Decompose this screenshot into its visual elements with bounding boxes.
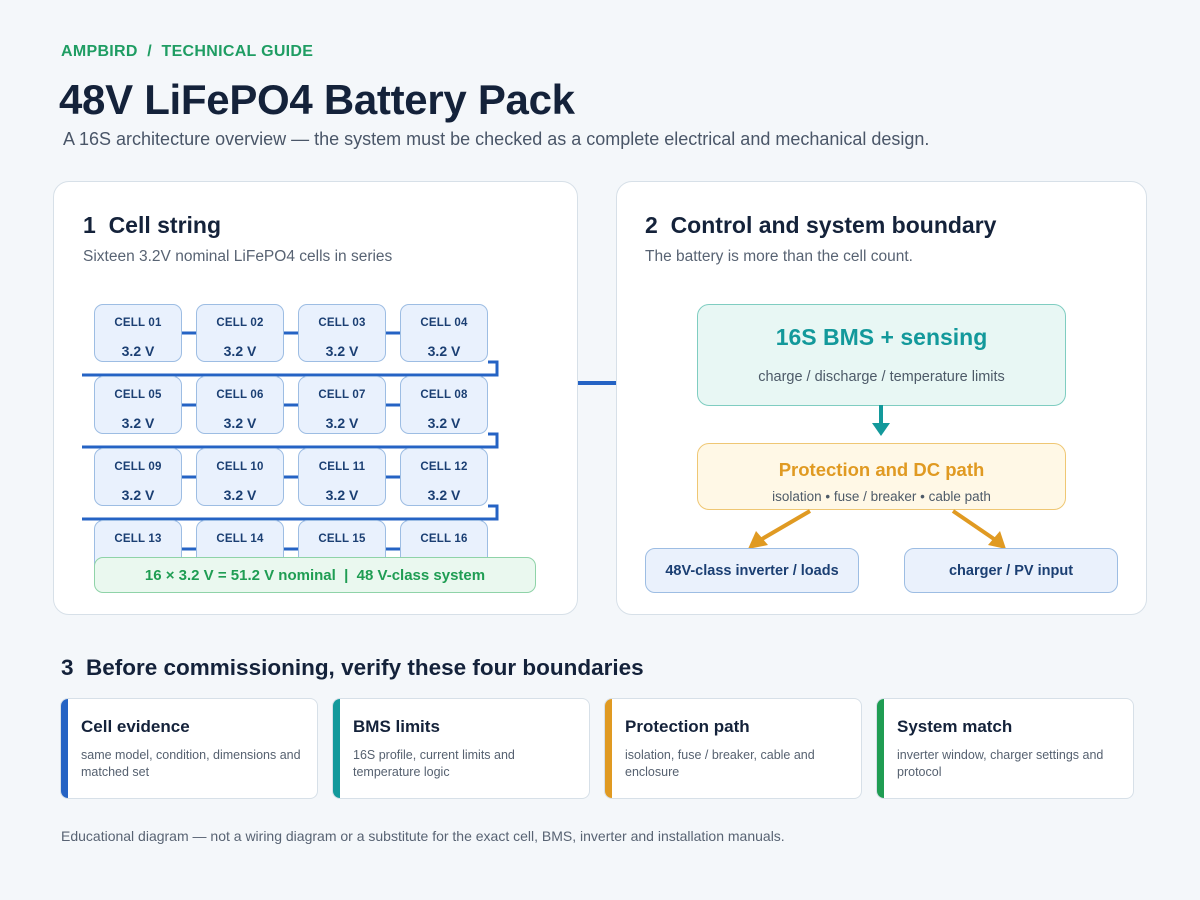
battery-cell: CELL 06 3.2 V [196,376,284,434]
page-subtitle: A 16S architecture overview — the system… [63,129,930,149]
card-accent [605,699,612,798]
section3-title: 3 Before commissioning, verify these fou… [61,655,644,680]
bms-subtitle: charge / discharge / temperature limits [758,369,1005,385]
series-wiring [82,331,499,551]
page-title: 48V LiFePO4 Battery Pack [59,76,575,123]
cell-string-title: 1 Cell string [83,212,222,238]
battery-cell: CELL 11 3.2 V [298,448,386,506]
voltage-summary: 16 × 3.2 V = 51.2 V nominal | 48 V-class… [94,557,536,593]
card-body: 16S profile, current limits and temperat… [353,748,515,779]
cell-label: CELL 07 [318,389,366,401]
battery-cell: CELL 02 3.2 V [196,304,284,362]
cell-voltage: 3.2 V [223,343,257,359]
inverter-loads-box: 48V-class inverter / loads [645,548,859,593]
card-title: System match [897,717,1013,736]
cell-voltage: 3.2 V [121,415,155,431]
battery-cell: CELL 09 3.2 V [94,448,182,506]
cell-voltage: 3.2 V [325,343,359,359]
protection-box: Protection and DC path isolation • fuse … [697,443,1066,510]
control-panel-subtitle: The battery is more than the cell count. [645,248,913,265]
card-body: inverter window, charger settings and pr… [897,748,1104,779]
cell-voltage: 3.2 V [121,487,155,503]
card-body: same model, condition, dimensions and ma… [81,748,301,779]
cell-string-subtitle: Sixteen 3.2V nominal LiFePO4 cells in se… [83,248,393,265]
cell-voltage: 3.2 V [223,415,257,431]
card-title: BMS limits [353,717,440,736]
cell-label: CELL 02 [216,317,264,329]
card-protection-path: Protection path isolation, fuse / breake… [604,698,862,799]
footnote: Educational diagram — not a wiring diagr… [61,828,785,844]
cell-label: CELL 13 [114,533,162,545]
cell-label: CELL 16 [420,533,468,545]
battery-cell: CELL 01 3.2 V [94,304,182,362]
cell-label: CELL 05 [114,389,162,401]
battery-cell: CELL 10 3.2 V [196,448,284,506]
cell-voltage: 3.2 V [427,343,461,359]
cell-voltage: 3.2 V [121,343,155,359]
battery-cell: CELL 03 3.2 V [298,304,386,362]
battery-cell: CELL 04 3.2 V [400,304,488,362]
card-title: Protection path [625,717,750,736]
cell-label: CELL 06 [216,389,264,401]
card-accent [877,699,884,798]
cell-label: CELL 15 [318,533,366,545]
card-accent [61,699,68,798]
bms-box: 16S BMS + sensing charge / discharge / t… [697,304,1066,406]
bms-down-arrow [872,405,890,436]
breadcrumb: AMPBIRD / TECHNICAL GUIDE [61,43,314,60]
cell-label: CELL 01 [114,317,162,329]
cell-label: CELL 11 [318,461,366,473]
card-cell-evidence: Cell evidence same model, condition, dim… [60,698,318,799]
battery-cell: CELL 05 3.2 V [94,376,182,434]
cell-voltage: 3.2 V [325,415,359,431]
cell-label: CELL 04 [420,317,468,329]
charger-pv-box: charger / PV input [904,548,1118,593]
battery-cell: CELL 12 3.2 V [400,448,488,506]
cell-label: CELL 03 [318,317,366,329]
cell-label: CELL 10 [216,461,264,473]
cell-voltage: 3.2 V [223,487,257,503]
cell-voltage: 3.2 V [325,487,359,503]
cell-voltage: 3.2 V [427,415,461,431]
battery-cell: CELL 07 3.2 V [298,376,386,434]
battery-cell: CELL 08 3.2 V [400,376,488,434]
bms-title: 16S BMS + sensing [775,324,988,350]
card-system-match: System match inverter window, charger se… [876,698,1134,799]
cell-voltage: 3.2 V [427,487,461,503]
cell-label: CELL 12 [420,461,468,473]
card-accent [333,699,340,798]
cell-label: CELL 14 [216,533,264,545]
card-bms-limits: BMS limits 16S profile, current limits a… [332,698,590,799]
protection-subtitle: isolation • fuse / breaker • cable path [772,489,991,504]
cell-label: CELL 09 [114,461,162,473]
protection-title: Protection and DC path [778,459,985,480]
cell-label: CELL 08 [420,389,468,401]
control-panel-title: 2 Control and system boundary [645,212,997,238]
card-body: isolation, fuse / breaker, cable and enc… [625,748,815,779]
protection-branch-arrows [748,509,1006,549]
card-title: Cell evidence [81,717,190,736]
